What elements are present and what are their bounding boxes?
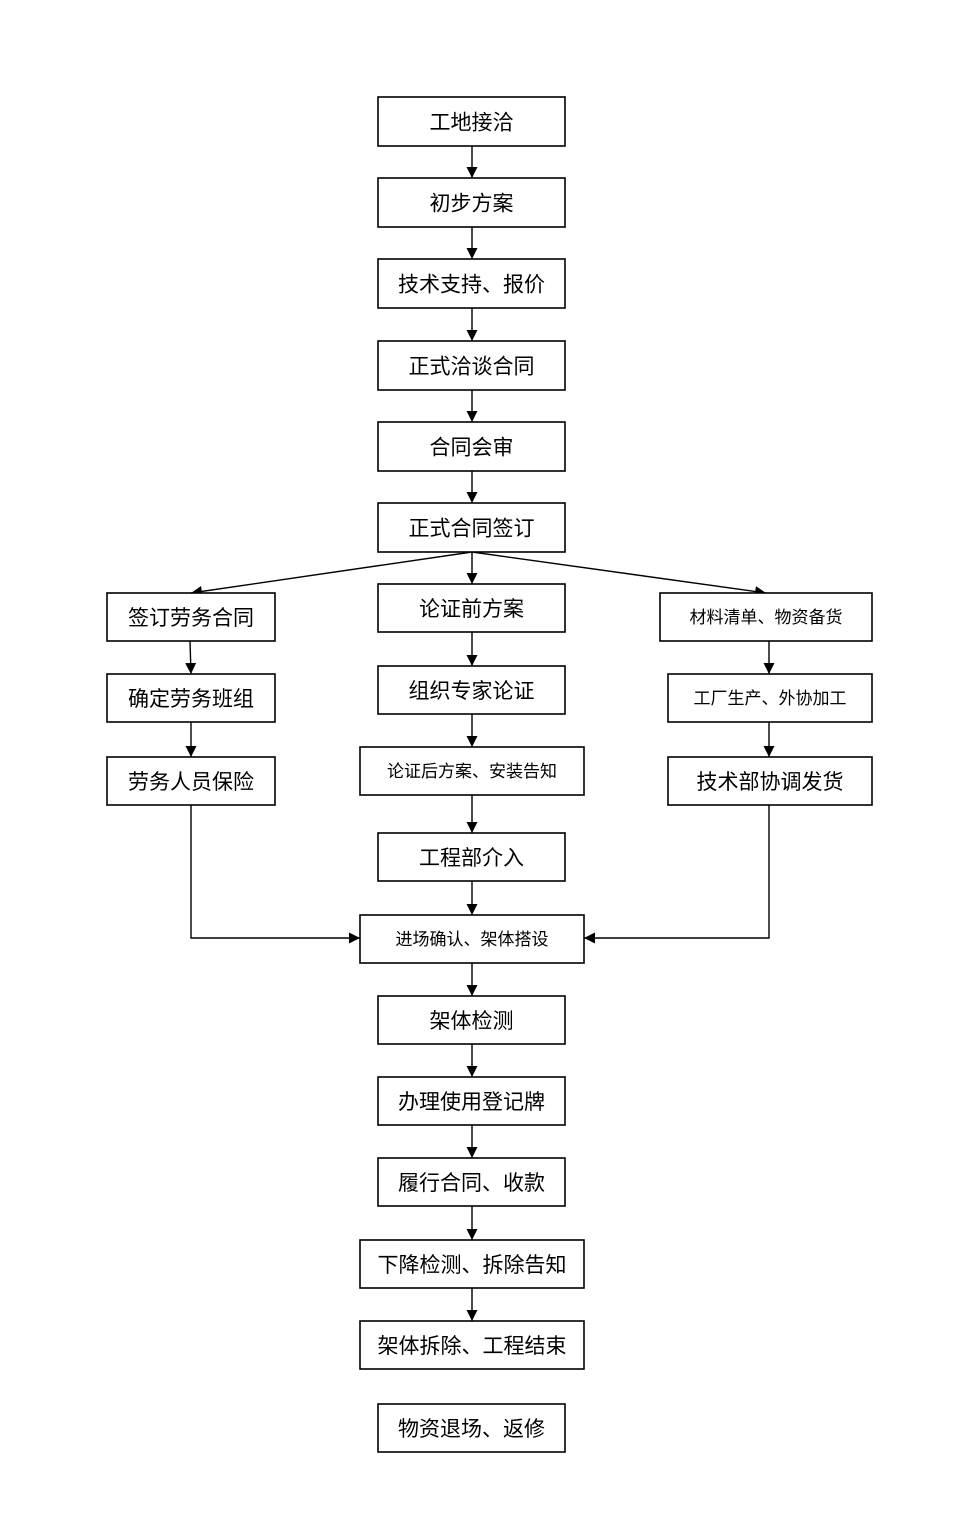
flow-node-label: 物资退场、返修 xyxy=(398,1417,545,1441)
nodes: 工地接洽初步方案技术支持、报价正式洽谈合同合同会审正式合同签订签订劳务合同确定劳… xyxy=(106,96,873,1453)
flow-node-label: 技术支持、报价 xyxy=(398,273,545,297)
flow-node-r2: 工厂生产、外协加工 xyxy=(667,673,873,723)
flow-node-m4: 履行合同、收款 xyxy=(377,1157,566,1207)
flow-node-label: 技术部协调发货 xyxy=(697,770,844,794)
flow-node-c1: 论证前方案 xyxy=(377,583,566,633)
flow-node-label: 进场确认、架体搭设 xyxy=(396,930,549,950)
flow-node-box xyxy=(377,421,566,472)
flow-node-m3: 办理使用登记牌 xyxy=(377,1076,566,1126)
flow-node-label: 工地接洽 xyxy=(430,111,514,135)
flow-node-box xyxy=(377,340,566,391)
arrow-l3-to-m1 xyxy=(190,805,360,944)
flow-node-box xyxy=(377,1076,566,1126)
flow-node-box xyxy=(359,1320,585,1370)
flow-node-box xyxy=(106,756,276,806)
flow-node-label: 初步方案 xyxy=(430,192,514,216)
flow-node-box xyxy=(667,673,873,723)
flow-node-box xyxy=(377,258,566,309)
flow-node-label: 论证前方案 xyxy=(419,597,524,621)
arrow-n6-to-l1 xyxy=(190,551,473,597)
flow-node-box xyxy=(377,995,566,1045)
arrow-l1-to-l2 xyxy=(185,640,197,675)
flow-node-c4: 工程部介入 xyxy=(377,832,566,882)
flow-node-c3: 论证后方案、安装告知 xyxy=(359,746,585,796)
flow-node-box xyxy=(377,665,566,715)
flow-node-label: 论证后方案、安装告知 xyxy=(387,762,557,782)
flow-node-m5: 下降检测、拆除告知 xyxy=(359,1239,585,1289)
flow-node-box xyxy=(359,914,585,964)
flow-node-box xyxy=(377,583,566,633)
flow-node-label: 正式合同签订 xyxy=(409,517,535,541)
flow-node-box xyxy=(377,1157,566,1207)
flow-node-label: 合同会审 xyxy=(430,436,514,460)
flow-node-label: 办理使用登记牌 xyxy=(398,1090,545,1114)
arrow-n6-to-r1 xyxy=(471,551,767,597)
flow-node-l1: 签订劳务合同 xyxy=(106,592,276,642)
flow-node-box xyxy=(106,592,276,642)
flow-node-n1: 工地接洽 xyxy=(377,96,566,147)
flow-node-box xyxy=(377,832,566,882)
flow-node-box xyxy=(359,746,585,796)
flow-node-m1: 进场确认、架体搭设 xyxy=(359,914,585,964)
flow-node-label: 架体拆除、工程结束 xyxy=(378,1334,567,1358)
flow-node-label: 履行合同、收款 xyxy=(398,1171,545,1195)
flow-node-label: 材料清单、物资备货 xyxy=(690,608,843,628)
flow-node-box xyxy=(377,502,566,553)
flow-node-m2: 架体检测 xyxy=(377,995,566,1045)
flow-node-r1: 材料清单、物资备货 xyxy=(659,592,873,642)
flow-node-n6: 正式合同签订 xyxy=(377,502,566,553)
flow-node-box xyxy=(667,756,873,806)
flow-node-label: 工程部介入 xyxy=(419,846,524,870)
flow-node-c2: 组织专家论证 xyxy=(377,665,566,715)
flow-node-label: 劳务人员保险 xyxy=(128,770,254,794)
flow-node-label: 架体检测 xyxy=(430,1009,514,1033)
flow-node-label: 工厂生产、外协加工 xyxy=(694,689,847,709)
flow-node-label: 下降检测、拆除告知 xyxy=(378,1253,567,1277)
flow-node-label: 签订劳务合同 xyxy=(128,606,254,630)
connectors xyxy=(185,146,775,1321)
flow-node-label: 正式洽谈合同 xyxy=(409,355,535,379)
flow-node-m7: 物资退场、返修 xyxy=(377,1403,566,1453)
flow-node-r3: 技术部协调发货 xyxy=(667,756,873,806)
flow-node-box xyxy=(659,592,873,642)
flow-node-box xyxy=(377,177,566,228)
flow-node-n4: 正式洽谈合同 xyxy=(377,340,566,391)
flow-node-label: 组织专家论证 xyxy=(409,679,535,703)
flow-node-box xyxy=(377,96,566,147)
flow-node-l2: 确定劳务班组 xyxy=(106,673,276,723)
flow-node-label: 确定劳务班组 xyxy=(128,687,254,711)
flow-node-l3: 劳务人员保险 xyxy=(106,756,276,806)
arrow-r3-to-m1 xyxy=(584,805,770,944)
flow-node-box xyxy=(359,1239,585,1289)
flow-node-m6: 架体拆除、工程结束 xyxy=(359,1320,585,1370)
flow-node-n2: 初步方案 xyxy=(377,177,566,228)
flow-node-n5: 合同会审 xyxy=(377,421,566,472)
flow-node-n3: 技术支持、报价 xyxy=(377,258,566,309)
flow-node-box xyxy=(377,1403,566,1453)
flow-node-box xyxy=(106,673,276,723)
